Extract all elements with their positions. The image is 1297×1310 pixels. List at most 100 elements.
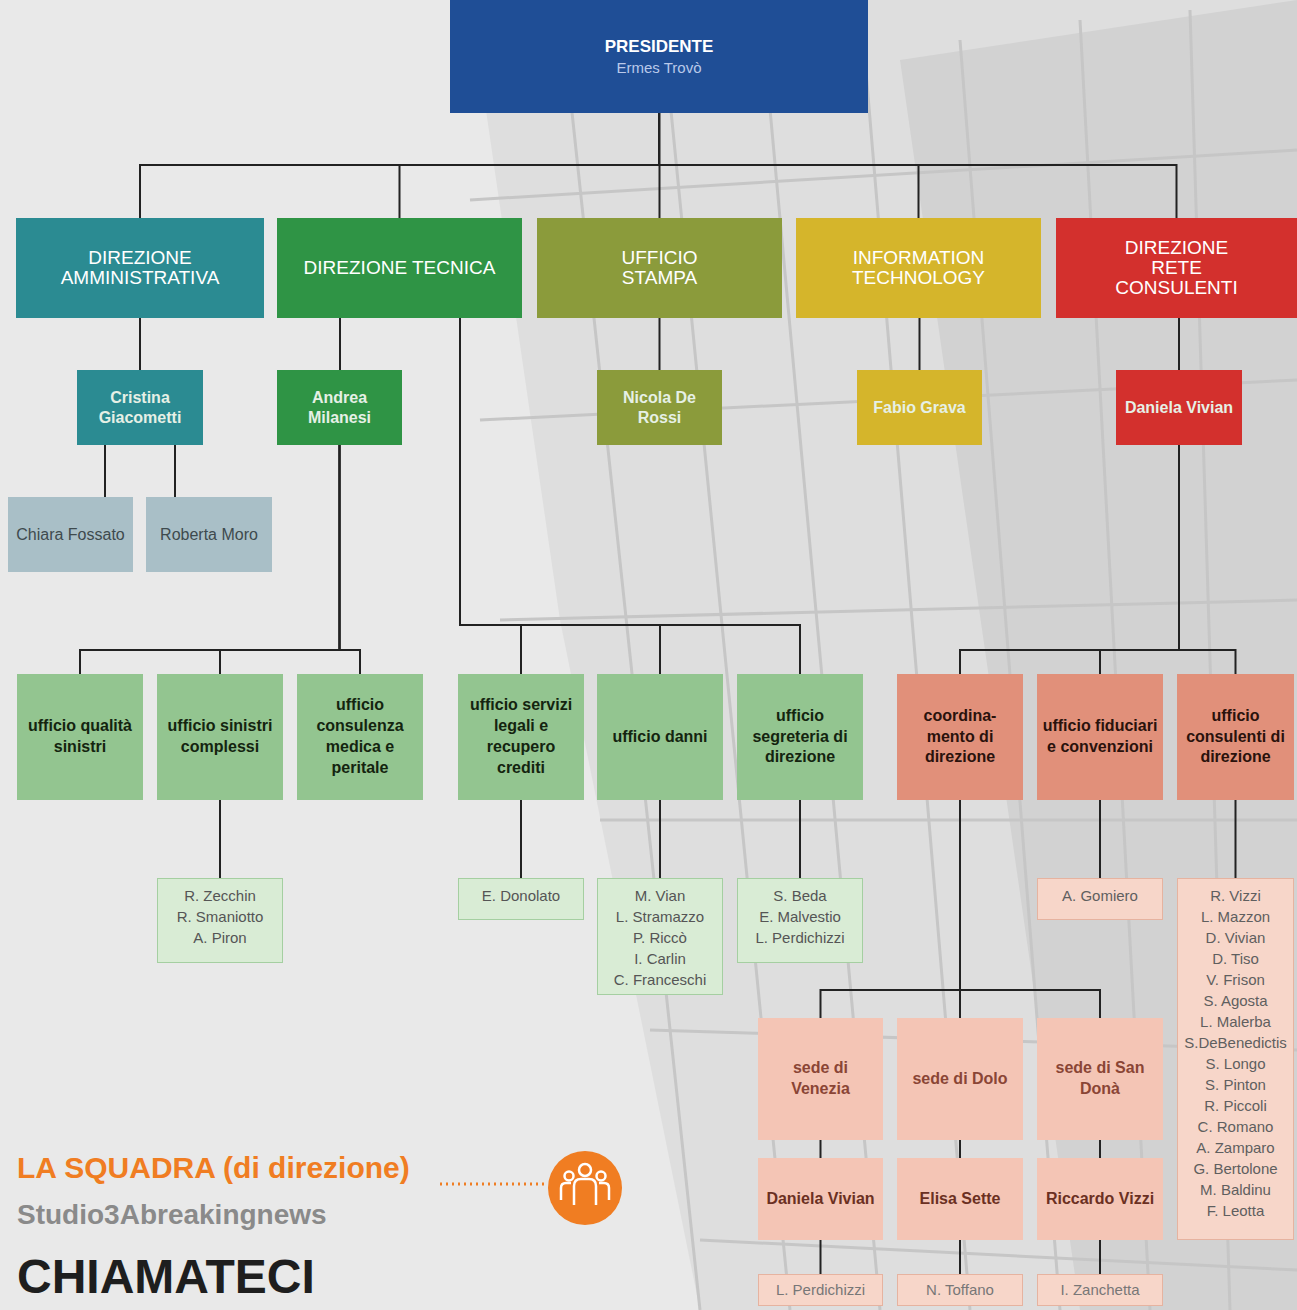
box-text: R. Piccoli	[1204, 1095, 1267, 1116]
box-text: Daniela Vivian	[766, 1189, 874, 1210]
org-connector	[820, 1140, 821, 1158]
staff-list-box: A. Gomiero	[1037, 878, 1163, 920]
brand-name: Studio3Abreakingnews	[17, 1198, 327, 1232]
staff-list-box: M. VianL. StramazzoP. RiccòI. CarlinC. F…	[597, 878, 723, 995]
window-grid	[470, 0, 1297, 1310]
manager-box: Andrea Milanesi	[277, 370, 402, 445]
box-text: ufficio qualità sinistri	[21, 716, 139, 758]
box-text: Elisa Sette	[920, 1189, 1001, 1210]
box-text: C. Romano	[1198, 1116, 1274, 1137]
staff-list-box: R. ZecchinR. SmaniottoA. Piron	[157, 878, 283, 963]
staff-box: I. Zanchetta	[1037, 1274, 1163, 1306]
org-connector	[140, 113, 659, 218]
team-figures	[561, 1164, 609, 1205]
office-box: ufficio fiduciari e convenzioni	[1037, 674, 1163, 800]
office-box: ufficio servizi legali e recupero credit…	[458, 674, 584, 800]
box-text: L. Malerba	[1200, 1011, 1271, 1032]
box-text: Chiara Fossato	[16, 525, 125, 544]
org-connector	[1179, 445, 1236, 674]
org-connector	[1100, 1140, 1101, 1158]
box-text: ufficio segreteria di direzione	[741, 706, 859, 768]
box-text: E. Donolato	[482, 885, 560, 906]
box-text: M. Baldinu	[1200, 1179, 1271, 1200]
org-connector	[660, 800, 661, 878]
staff-box: N. Toffano	[897, 1274, 1023, 1306]
box-text: ufficio danni	[612, 727, 707, 748]
org-connector	[960, 1140, 961, 1158]
org-connector	[175, 445, 176, 497]
office-box: ufficio consulenza medica e peritale	[297, 674, 423, 800]
org-connector	[820, 1240, 821, 1274]
box-text: sede di Venezia	[766, 1058, 876, 1100]
box-text: A. Zamparo	[1196, 1137, 1274, 1158]
staff-list-box: S. BedaE. MalvestioL. Perdichizzi	[737, 878, 863, 963]
manager-box: Fabio Grava	[857, 370, 982, 445]
department-box: UFFICIO STAMPA	[537, 218, 782, 318]
department-box: DIREZIONE AMMINISTRATIVA	[16, 218, 264, 318]
office-box: ufficio sinistri complessi	[157, 674, 283, 800]
box-text: ufficio fiduciari e convenzioni	[1041, 716, 1159, 758]
box-text: PRESIDENTE	[605, 37, 714, 57]
office-box: ufficio qualità sinistri	[17, 674, 143, 800]
org-connector	[460, 318, 800, 674]
org-connector	[1235, 800, 1236, 878]
org-connector	[1100, 1240, 1101, 1274]
org-connector	[340, 318, 341, 370]
org-connector	[460, 318, 521, 674]
org-connector	[1179, 318, 1180, 370]
box-text: Daniela Vivian	[1125, 398, 1233, 417]
box-text: DIREZIONE AMMINISTRATIVA	[35, 248, 245, 288]
box-text: R. Smaniotto	[177, 906, 264, 927]
box-text: Fabio Grava	[873, 398, 965, 417]
box-text: S. Pinton	[1205, 1074, 1266, 1095]
staff-box: Chiara Fossato	[8, 497, 133, 572]
org-connector	[105, 445, 106, 497]
box-text: DIREZIONE RETE CONSULENTI	[1102, 238, 1252, 298]
box-text: UFFICIO STAMPA	[595, 248, 725, 288]
president-box: PRESIDENTE Ermes Trovò	[450, 0, 868, 113]
org-connector	[340, 445, 361, 674]
org-connector	[659, 113, 1177, 218]
org-connector	[140, 318, 141, 370]
org-connector	[1100, 445, 1179, 674]
box-text: sede di Dolo	[912, 1069, 1007, 1090]
department-box: DIREZIONE TECNICA	[277, 218, 522, 318]
box-text: S.DeBenedictis	[1184, 1032, 1287, 1053]
staff-list-box: R. VizziL. MazzonD. VivianD. TisoV. Fris…	[1177, 878, 1294, 1240]
branch-box: sede di San Donà	[1037, 1018, 1163, 1140]
branch-manager-box: Elisa Sette	[897, 1158, 1023, 1240]
box-text: A. Piron	[193, 927, 246, 948]
office-box: ufficio consulenti di direzione	[1177, 674, 1294, 800]
staff-list-box: E. Donolato	[458, 878, 584, 920]
office-box: coordina- mento di direzione	[897, 674, 1023, 800]
box-text: R. Zecchin	[184, 885, 256, 906]
box-text: P. Riccò	[633, 927, 687, 948]
box-text: L. Perdichizzi	[776, 1281, 865, 1299]
box-text: I. Carlin	[634, 948, 686, 969]
branch-manager-box: Riccardo Vizzi	[1037, 1158, 1163, 1240]
box-text: Riccardo Vizzi	[1046, 1189, 1154, 1210]
branch-box: sede di Venezia	[758, 1018, 883, 1140]
box-text: A. Gomiero	[1062, 885, 1138, 906]
box-text: E. Malvestio	[759, 906, 841, 927]
org-connector	[659, 318, 660, 370]
box-text: N. Toffano	[926, 1281, 994, 1299]
box-text: Nicola De Rossi	[604, 388, 716, 426]
org-connector	[220, 800, 221, 878]
box-text: S. Agosta	[1203, 990, 1267, 1011]
box-text: S. Longo	[1205, 1053, 1265, 1074]
staff-box: Roberta Moro	[146, 497, 272, 572]
department-box: INFORMATION TECHNOLOGY	[796, 218, 1041, 318]
box-text: C. Franceschi	[614, 969, 707, 990]
box-text: Ermes Trovò	[616, 59, 701, 76]
manager-box: Nicola De Rossi	[597, 370, 722, 445]
org-connector	[960, 1240, 961, 1274]
office-box: ufficio segreteria di direzione	[737, 674, 863, 800]
box-text: M. Vian	[635, 885, 686, 906]
box-text: I. Zanchetta	[1060, 1281, 1139, 1299]
box-text: DIREZIONE TECNICA	[304, 258, 496, 278]
org-connector	[919, 318, 920, 370]
box-text: coordina- mento di direzione	[910, 706, 1010, 768]
manager-box: Cristina Giacometti	[77, 370, 203, 445]
